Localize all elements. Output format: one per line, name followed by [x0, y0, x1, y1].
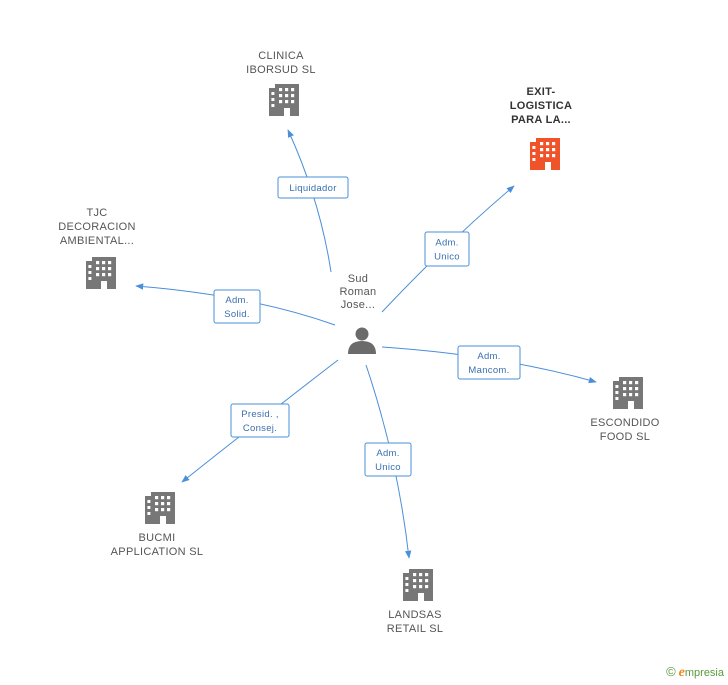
center-label-line-0: Sud — [348, 273, 368, 285]
footer-brand: ©empresia — [666, 664, 724, 681]
building-icon — [269, 84, 299, 116]
edge-tjc: Adm. Solid. — [135, 283, 336, 326]
company-label-exit-line-2: PARA LA... — [511, 114, 571, 126]
building-icon — [613, 377, 643, 409]
company-label-clinica-line-1: IBORSUD SL — [246, 64, 316, 76]
company-label-exit-line-0: EXIT- — [526, 86, 555, 98]
edge-exit: Adm. Unico — [381, 185, 515, 313]
edge-label-clinica[interactable]: Liquidador — [277, 176, 349, 199]
center-person-node[interactable]: SudRomanJose... — [340, 273, 377, 354]
edge-escondido: Adm. Mancom. — [381, 345, 597, 384]
edge-label-escondido-line-1: Mancom. — [468, 365, 509, 376]
company-node-escondido[interactable]: ESCONDIDO FOOD SL — [590, 377, 659, 443]
edge-label-box — [277, 176, 349, 199]
edge-label-exit-line-1: Unico — [434, 252, 460, 263]
edge-label-exit[interactable]: Adm. Unico — [424, 231, 470, 267]
edge-label-landsas-line-0: Adm. — [376, 448, 399, 459]
building-icon — [530, 138, 560, 170]
edge-label-tjc-line-0: Adm. — [225, 295, 248, 306]
brand-logo-text: mpresia — [684, 667, 724, 679]
company-label-escondido-line-1: FOOD SL — [600, 431, 650, 443]
edge-arrow-clinica — [287, 129, 332, 273]
edge-label-box — [457, 345, 521, 380]
edge-label-exit-line-0: Adm. — [435, 238, 458, 249]
edge-label-box — [364, 442, 412, 477]
edge-landsas: Adm. Unico — [364, 364, 412, 559]
copyright-symbol: © — [666, 664, 676, 679]
edge-label-bucmi-line-1: Consej. — [243, 423, 277, 434]
company-node-clinica[interactable]: CLINICA IBORSUD SL — [246, 50, 316, 116]
edge-label-clinica-line-0: Liquidador — [289, 183, 336, 194]
edge-label-escondido-line-0: Adm. — [477, 351, 500, 362]
company-label-exit-line-1: LOGISTICA — [510, 100, 573, 112]
brand-logo-initial: e — [678, 665, 685, 680]
company-label-tjc-line-2: AMBIENTAL... — [60, 235, 134, 247]
company-node-bucmi[interactable]: BUCMI APPLICATION SL — [111, 492, 204, 558]
edge-label-escondido[interactable]: Adm. Mancom. — [457, 345, 521, 380]
company-label-tjc-line-0: TJC — [86, 207, 107, 219]
edge-label-tjc-line-1: Solid. — [224, 309, 250, 320]
company-label-bucmi-line-0: BUCMI — [139, 532, 176, 544]
edge-label-bucmi[interactable]: Presid. , Consej. — [230, 403, 290, 438]
company-label-landsas-line-0: LANDSAS — [388, 609, 441, 621]
edge-label-box — [424, 231, 470, 267]
building-icon — [86, 257, 116, 289]
edge-label-box — [230, 403, 290, 438]
edge-bucmi: Presid. , Consej. — [181, 359, 339, 483]
company-node-landsas[interactable]: LANDSAS RETAIL SL — [387, 569, 444, 635]
edge-label-landsas-line-1: Unico — [375, 462, 401, 473]
edge-clinica: Liquidador — [277, 129, 349, 273]
company-node-exit[interactable]: EXIT- LOGISTICA PARA LA... — [510, 86, 573, 170]
company-label-tjc-line-1: DECORACION — [58, 221, 136, 233]
company-label-landsas-line-1: RETAIL SL — [387, 623, 444, 635]
company-label-bucmi-line-1: APPLICATION SL — [111, 546, 204, 558]
company-node-tjc[interactable]: TJC DECORACION AMBIENTAL... — [58, 207, 136, 289]
center-label-line-1: Roman — [340, 286, 377, 298]
edges-layer: LiquidadorAdm.UnicoAdm.Solid.Adm.Mancom.… — [135, 129, 597, 559]
edge-label-box — [213, 289, 261, 324]
edge-label-tjc[interactable]: Adm. Solid. — [213, 289, 261, 324]
edge-label-bucmi-line-0: Presid. , — [241, 409, 279, 420]
building-icon — [403, 569, 433, 601]
company-label-escondido-line-0: ESCONDIDO — [590, 417, 659, 429]
person-icon — [348, 327, 376, 354]
company-label-clinica-line-0: CLINICA — [258, 50, 304, 62]
edge-label-landsas[interactable]: Adm. Unico — [364, 442, 412, 477]
building-icon — [145, 492, 175, 524]
center-label-line-2: Jose... — [341, 299, 376, 311]
